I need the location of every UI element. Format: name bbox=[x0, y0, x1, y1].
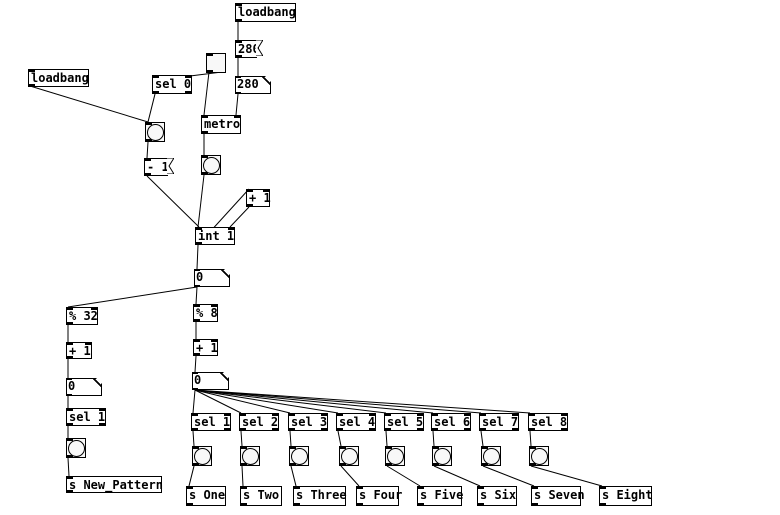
step-4-bang-button[interactable] bbox=[339, 446, 359, 466]
object-label: sel 8 bbox=[531, 415, 568, 429]
sel-7-object[interactable]: sel 7 bbox=[479, 413, 519, 431]
number-value: 280 bbox=[237, 77, 259, 91]
step-1-bang-button[interactable] bbox=[192, 446, 212, 466]
number-value: 0 bbox=[196, 270, 204, 284]
mod-32-object[interactable]: % 32 bbox=[66, 307, 98, 325]
counter-number-box[interactable]: 0 bbox=[194, 269, 230, 287]
number-box-280[interactable]: 280 bbox=[235, 76, 271, 94]
sel-8-object[interactable]: sel 8 bbox=[528, 413, 568, 431]
message-label: - 1 bbox=[147, 160, 169, 174]
plus-1-feedback-object[interactable]: + 1 bbox=[246, 189, 271, 207]
object-label: + 1 bbox=[196, 341, 218, 355]
send-8-object[interactable]: s Eight bbox=[599, 486, 653, 506]
pattern-number-box[interactable]: 0 bbox=[66, 378, 102, 396]
metro-bang-button[interactable] bbox=[201, 155, 221, 175]
object-label: sel 1 bbox=[69, 410, 106, 424]
object-label: sel 1 bbox=[194, 415, 231, 429]
plus-1-right-object[interactable]: + 1 bbox=[193, 339, 218, 356]
send-7-object[interactable]: s Seven bbox=[531, 486, 585, 506]
object-label: metro bbox=[204, 117, 241, 131]
message-minus-1[interactable]: - 1 bbox=[144, 158, 174, 176]
sel-4-object[interactable]: sel 4 bbox=[336, 413, 376, 431]
object-label: % 32 bbox=[69, 309, 98, 323]
object-label: sel 3 bbox=[291, 415, 328, 429]
sel-2-object[interactable]: sel 2 bbox=[239, 413, 279, 431]
sel-6-object[interactable]: sel 6 bbox=[431, 413, 471, 431]
step-number-box[interactable]: 0 bbox=[192, 372, 229, 390]
object-label: + 1 bbox=[69, 344, 91, 358]
object-label: + 1 bbox=[249, 191, 271, 205]
object-label: sel 4 bbox=[339, 415, 376, 429]
send-5-object[interactable]: s Five bbox=[417, 486, 463, 506]
object-label: sel 5 bbox=[387, 415, 424, 429]
toggle[interactable] bbox=[206, 53, 226, 73]
object-label: sel 2 bbox=[242, 415, 279, 429]
sel-3-object[interactable]: sel 3 bbox=[288, 413, 328, 431]
int-object[interactable]: int 1 bbox=[195, 227, 235, 245]
mod-8-object[interactable]: % 8 bbox=[193, 304, 218, 322]
message-label: 280 bbox=[238, 42, 260, 56]
step-6-bang-button[interactable] bbox=[432, 446, 452, 466]
object-label: % 8 bbox=[196, 306, 218, 320]
send-6-object[interactable]: s Six bbox=[477, 486, 517, 506]
pattern-bang-button[interactable] bbox=[66, 438, 86, 458]
object-label: int 1 bbox=[198, 229, 235, 243]
object-label: sel 6 bbox=[434, 415, 471, 429]
step-8-bang-button[interactable] bbox=[529, 446, 549, 466]
object-label: sel 7 bbox=[482, 415, 519, 429]
send-2-object[interactable]: s Two bbox=[240, 486, 282, 506]
step-3-bang-button[interactable] bbox=[289, 446, 309, 466]
sel-1-left-object[interactable]: sel 1 bbox=[66, 408, 106, 426]
send-new-pattern-object[interactable]: s New_Pattern bbox=[66, 476, 163, 493]
sel-0-object[interactable]: sel 0 bbox=[152, 75, 192, 94]
loadbang-object[interactable]: loadbang bbox=[235, 3, 296, 22]
sel-1-object[interactable]: sel 1 bbox=[191, 413, 231, 431]
number-value: 0 bbox=[194, 373, 202, 387]
object-label: sel 0 bbox=[155, 77, 192, 91]
step-5-bang-button[interactable] bbox=[385, 446, 405, 466]
message-flag bbox=[256, 40, 263, 56]
bang-button[interactable] bbox=[145, 122, 165, 142]
number-value: 0 bbox=[68, 379, 76, 393]
send-4-object[interactable]: s Four bbox=[356, 486, 402, 506]
loadbang-left-object[interactable]: loadbang bbox=[28, 69, 89, 87]
metro-object[interactable]: metro bbox=[201, 115, 241, 134]
plus-1-left-object[interactable]: + 1 bbox=[66, 342, 92, 359]
step-7-bang-button[interactable] bbox=[481, 446, 501, 466]
send-3-object[interactable]: s Three bbox=[293, 486, 347, 506]
message-flag bbox=[167, 158, 174, 174]
send-1-object[interactable]: s One bbox=[186, 486, 226, 506]
sel-5-object[interactable]: sel 5 bbox=[384, 413, 424, 431]
step-2-bang-button[interactable] bbox=[240, 446, 260, 466]
message-280[interactable]: 280 bbox=[235, 40, 263, 58]
